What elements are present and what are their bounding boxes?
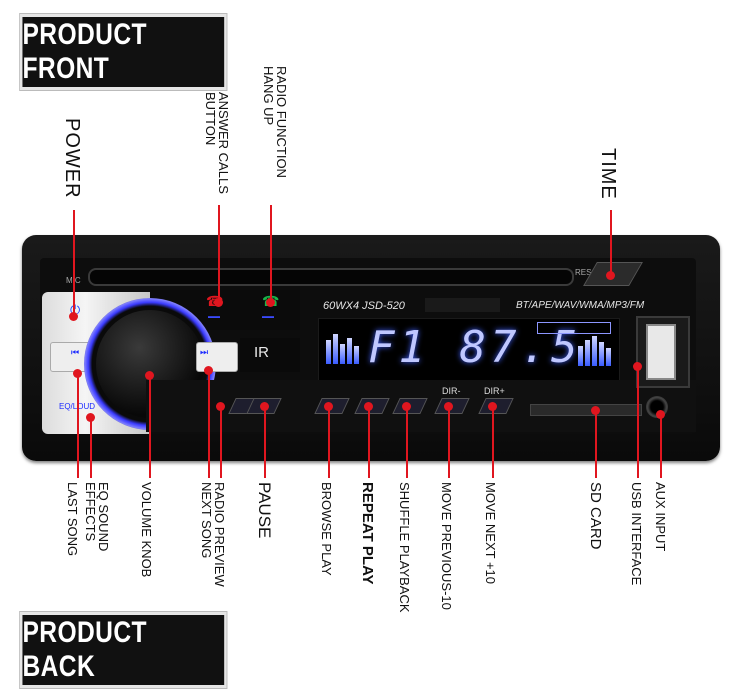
callout-line-repeat: [368, 407, 370, 478]
callout-dot-last-song: [73, 369, 82, 378]
res-label: RES: [575, 268, 592, 277]
eq-bar: [599, 342, 604, 366]
callout-dot-volume: [145, 371, 154, 380]
ir-sensor-label: IR: [254, 344, 269, 361]
model-label: 60WX4 JSD-520: [323, 300, 405, 312]
callout-dot-radio-preview: [204, 366, 213, 375]
callout-line-sd: [595, 411, 597, 478]
callout-line-answer: [218, 205, 220, 300]
callout-line-power: [73, 210, 75, 314]
callout-dot-browse: [324, 402, 333, 411]
callout-line-time: [610, 210, 612, 274]
label-shuffle-playback: SHUFFLE PLAYBACK: [397, 482, 412, 613]
ir-sensor-area: [240, 338, 300, 372]
callout-dot-radio-preview-2: [216, 402, 225, 411]
callout-dot-repeat: [364, 402, 373, 411]
callout-dot-power: [69, 312, 78, 321]
display-frequency-text: F1 87.5: [368, 322, 582, 373]
label-repeat-play: REPEAT PLAY: [359, 482, 376, 585]
sd-card-slot[interactable]: [530, 404, 642, 416]
power-icon[interactable]: ⏻: [70, 302, 81, 317]
product-front-title: PRODUCT FRONT: [22, 18, 147, 85]
eq-bar: [354, 346, 359, 364]
callout-line-usb: [637, 367, 639, 478]
product-front-banner: PRODUCT FRONT: [19, 13, 228, 91]
eq-bar: [326, 340, 331, 364]
label-power: POWER: [61, 118, 83, 199]
label-time: TIME: [597, 148, 619, 200]
eq-bar: [592, 336, 597, 366]
callout-dot-radio-function: [266, 298, 275, 307]
usb-port[interactable]: [646, 324, 676, 380]
label-usb-interface: USB INTERFACE: [629, 482, 644, 586]
callout-line-move-previous: [448, 407, 450, 478]
callout-line-volume: [149, 376, 151, 478]
disc-slot: [88, 268, 574, 286]
label-sd-card: SD CARD: [587, 482, 604, 550]
eq-bar: [333, 334, 338, 364]
next-icon: ⏭: [200, 348, 209, 358]
eq-bar: [585, 340, 590, 366]
label-move-previous: MOVE PREVIOUS-10: [439, 482, 454, 610]
label-answer-calls: ANSWER CALLS BUTTON: [203, 92, 231, 194]
callout-dot-aux: [656, 410, 665, 419]
callout-dot-time: [606, 271, 615, 280]
top-bar-strip: [425, 298, 500, 312]
eq-bar: [347, 338, 352, 364]
eq-bar: [578, 346, 583, 366]
callout-line-last-song: [77, 374, 79, 478]
previous-icon: ⏮: [71, 348, 80, 358]
callout-dot-move-previous: [444, 402, 453, 411]
callout-line-aux: [660, 415, 662, 478]
callout-line-radio-preview: [208, 371, 210, 478]
eq-bar: [340, 344, 345, 364]
next-button[interactable]: [196, 342, 238, 372]
callout-line-radio-function: [270, 205, 272, 300]
label-radio-function: RADIO FUNCTION HANG UP: [261, 66, 289, 178]
dir-minus-label: DIR-: [442, 386, 461, 396]
product-back-title: PRODUCT BACK: [22, 616, 147, 683]
callout-dot-shuffle: [402, 402, 411, 411]
callout-dot-answer: [214, 298, 223, 307]
label-last-song: LAST SONG: [65, 482, 80, 557]
callout-line-eq: [90, 418, 92, 478]
callout-dot-usb: [633, 362, 642, 371]
callout-line-shuffle: [406, 407, 408, 478]
callout-dot-move-next: [488, 402, 497, 411]
callout-line-move-next: [492, 407, 494, 478]
callout-line-browse: [328, 407, 330, 478]
callout-dot-sd: [591, 406, 600, 415]
label-volume-knob: VOLUME KNOB: [139, 482, 154, 578]
label-browse-play: BROWSE PLAY: [319, 482, 334, 576]
lcd-display: [318, 318, 620, 382]
callout-line-pause: [264, 407, 266, 478]
eq-bar: [606, 348, 611, 366]
callout-dot-pause: [260, 402, 269, 411]
product-back-banner: PRODUCT BACK: [19, 611, 228, 689]
label-aux-input: AUX INPUT: [653, 482, 668, 552]
dir-plus-label: DIR+: [484, 386, 505, 396]
answer-call-caption: ▬▬: [208, 314, 220, 320]
display-level-frame: [537, 322, 611, 334]
formats-label: BT/APE/WAV/WMA/MP3/FM: [516, 300, 645, 311]
label-radio-preview: RADIO PREVIEW NEXT SONG: [199, 482, 227, 587]
hang-up-caption: ▬▬: [262, 314, 274, 320]
label-eq-sound: EQ SOUND EFFECTS: [83, 482, 111, 552]
callout-dot-eq: [86, 413, 95, 422]
label-pause: PAUSE: [255, 482, 274, 539]
callout-line-radio-preview-2: [220, 407, 222, 478]
label-move-next: MOVE NEXT +10: [483, 482, 498, 584]
